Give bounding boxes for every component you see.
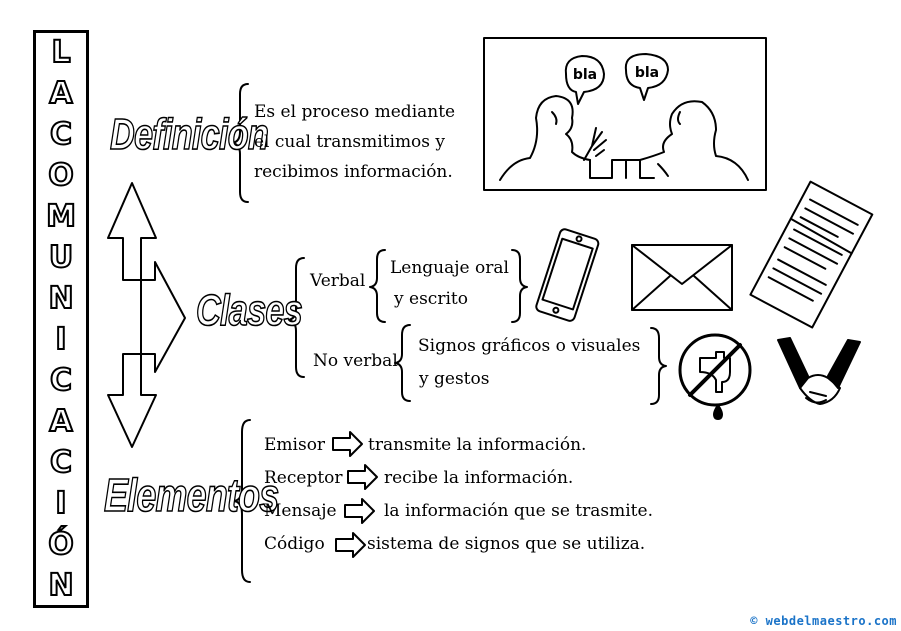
elemento-desc: sistema de signos que se utiliza.	[367, 534, 646, 554]
title-letter: M	[45, 199, 77, 234]
title-letter: I	[54, 486, 67, 521]
elementos-heading: Elementos	[103, 468, 279, 522]
verbal-brace	[369, 249, 386, 323]
verbal-line: y escrito	[394, 289, 468, 309]
speech-bubble-icon	[564, 55, 605, 105]
vertical-title-box: L A C O M U N I C A C I Ó N	[33, 30, 89, 608]
definicion-line: el cual transmitimos y	[254, 132, 446, 152]
smartphone-icon	[535, 228, 600, 322]
no-verbal-line: Signos gráficos o visuales	[418, 336, 641, 356]
title-letter: Ó	[47, 527, 75, 562]
person-left	[499, 95, 591, 181]
title-letter: C	[49, 363, 73, 398]
right-arrow-icon	[332, 431, 363, 457]
no-verbal-label: No verbal	[313, 351, 398, 371]
elemento-desc: transmite la información.	[368, 435, 587, 455]
illustration-frame	[483, 37, 767, 191]
title-letter: A	[48, 76, 73, 111]
verbal-label: Verbal	[310, 271, 366, 291]
elemento-desc: la información que se trasmite.	[384, 501, 653, 521]
no-verbal-line: y gestos	[419, 369, 490, 389]
clases-brace	[287, 257, 305, 378]
right-arrow-icon	[347, 464, 378, 490]
title-letter: O	[47, 158, 75, 193]
elemento-term: Mensaje	[264, 501, 337, 521]
handshake-icon	[777, 337, 861, 405]
verbal-right-brace	[511, 249, 528, 323]
title-letter: A	[48, 404, 73, 439]
bubble-text: bla	[635, 65, 659, 81]
right-arrow-icon	[335, 532, 366, 558]
definicion-line: Es el proceso mediante	[254, 102, 456, 122]
title-letter: C	[49, 445, 73, 480]
speech-bubble-icon	[624, 53, 669, 101]
elemento-term: Código	[264, 534, 325, 554]
no-tap-sign-icon	[678, 333, 752, 420]
envelope-icon	[631, 244, 733, 311]
no-verbal-brace	[394, 324, 411, 402]
person-right	[639, 100, 749, 181]
title-letter: L	[50, 35, 71, 70]
elemento-term: Emisor	[264, 435, 326, 455]
bubble-text: bla	[573, 67, 597, 83]
site-credit[interactable]: © webdelmaestro.com	[750, 614, 897, 628]
title-letter: I	[54, 322, 67, 357]
double-arrow-icon	[107, 182, 186, 448]
title-letter: N	[47, 281, 74, 316]
newspaper-icon	[749, 180, 874, 329]
elemento-term: Receptor	[264, 468, 343, 488]
clases-heading: Clases	[195, 285, 303, 336]
title-letter: U	[48, 240, 74, 275]
definicion-line: recibimos información.	[254, 162, 453, 182]
definicion-brace	[231, 83, 249, 203]
definicion-heading: Definición	[109, 109, 269, 160]
title-letter: N	[47, 568, 74, 603]
elementos-brace	[233, 419, 251, 583]
right-arrow-icon	[344, 498, 375, 524]
title-letter: C	[49, 117, 73, 152]
no-verbal-right-brace	[650, 327, 667, 405]
verbal-line: Lenguaje oral	[390, 258, 509, 278]
elemento-desc: recibe la información.	[384, 468, 574, 488]
